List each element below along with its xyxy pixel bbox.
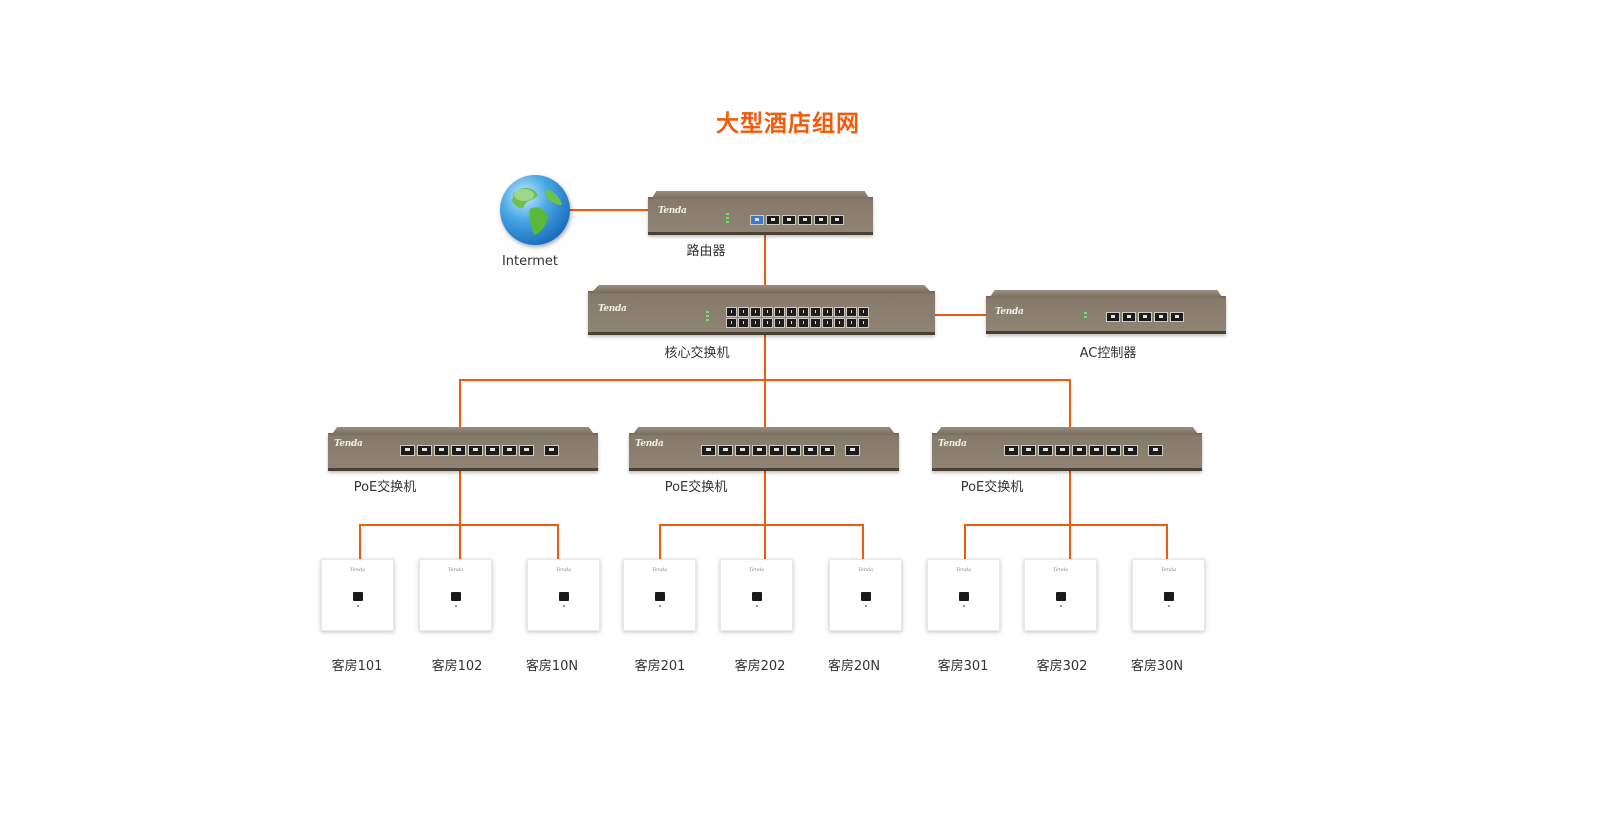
ac-controller-brand: Tenda	[995, 307, 1024, 317]
room-label-302: 客房302	[1036, 659, 1088, 674]
room-ap-101: Tenda	[321, 559, 394, 631]
globe-icon	[500, 175, 570, 245]
room-label-30n: 客房30N	[1130, 659, 1184, 674]
room-ap-301: Tenda	[927, 559, 1000, 631]
room-label-301: 客房301	[937, 659, 989, 674]
core-switch-device: Tenda	[588, 285, 935, 335]
room-ap-102: Tenda	[419, 559, 492, 631]
room-label-20n: 客房20N	[827, 659, 881, 674]
room-ap-302: Tenda	[1024, 559, 1097, 631]
poe-switch-2-device: Tenda	[629, 427, 899, 471]
room-ap-20n: Tenda	[829, 559, 902, 631]
ac-controller-label: AC控制器	[1079, 346, 1137, 361]
poe-switch-3-brand: Tenda	[938, 439, 967, 449]
router-brand: Tenda	[658, 206, 687, 216]
diagram-title: 大型酒店组网	[716, 111, 860, 137]
poe-switch-1-brand: Tenda	[334, 439, 363, 449]
room-label-201: 客房201	[634, 659, 686, 674]
room-label-10n: 客房10N	[525, 659, 579, 674]
core-switch-label: 核心交换机	[664, 346, 730, 361]
poe-switch-3-label: PoE交换机	[960, 480, 1024, 495]
room-ap-30n: Tenda	[1132, 559, 1205, 631]
room-label-102: 客房102	[431, 659, 483, 674]
room-label-202: 客房202	[734, 659, 786, 674]
poe-switch-1-label: PoE交换机	[353, 480, 417, 495]
ac-controller-device: Tenda	[986, 290, 1226, 334]
router-ports	[750, 215, 844, 225]
poe-switch-3-ports	[1004, 445, 1163, 456]
poe-switch-1-device: Tenda	[328, 427, 598, 471]
poe-switch-3-device: Tenda	[932, 427, 1202, 471]
poe-switch-2-ports	[701, 445, 860, 456]
room-ap-201: Tenda	[623, 559, 696, 631]
room-ap-202: Tenda	[720, 559, 793, 631]
internet-label: Intermet	[501, 254, 559, 269]
core-switch-brand: Tenda	[598, 304, 627, 314]
poe-switch-2-label: PoE交换机	[664, 480, 728, 495]
link-poe3-rooms	[964, 524, 1168, 559]
poe-switch-1-ports	[400, 445, 559, 456]
ac-controller-ports	[1106, 312, 1184, 322]
router-label: 路由器	[686, 244, 726, 259]
poe-switch-2-brand: Tenda	[635, 439, 664, 449]
room-label-101: 客房101	[331, 659, 383, 674]
router-device: Tenda	[648, 191, 873, 235]
link-poe2-rooms	[659, 524, 864, 559]
room-ap-10n: Tenda	[527, 559, 600, 631]
core-switch-ports	[726, 307, 870, 328]
